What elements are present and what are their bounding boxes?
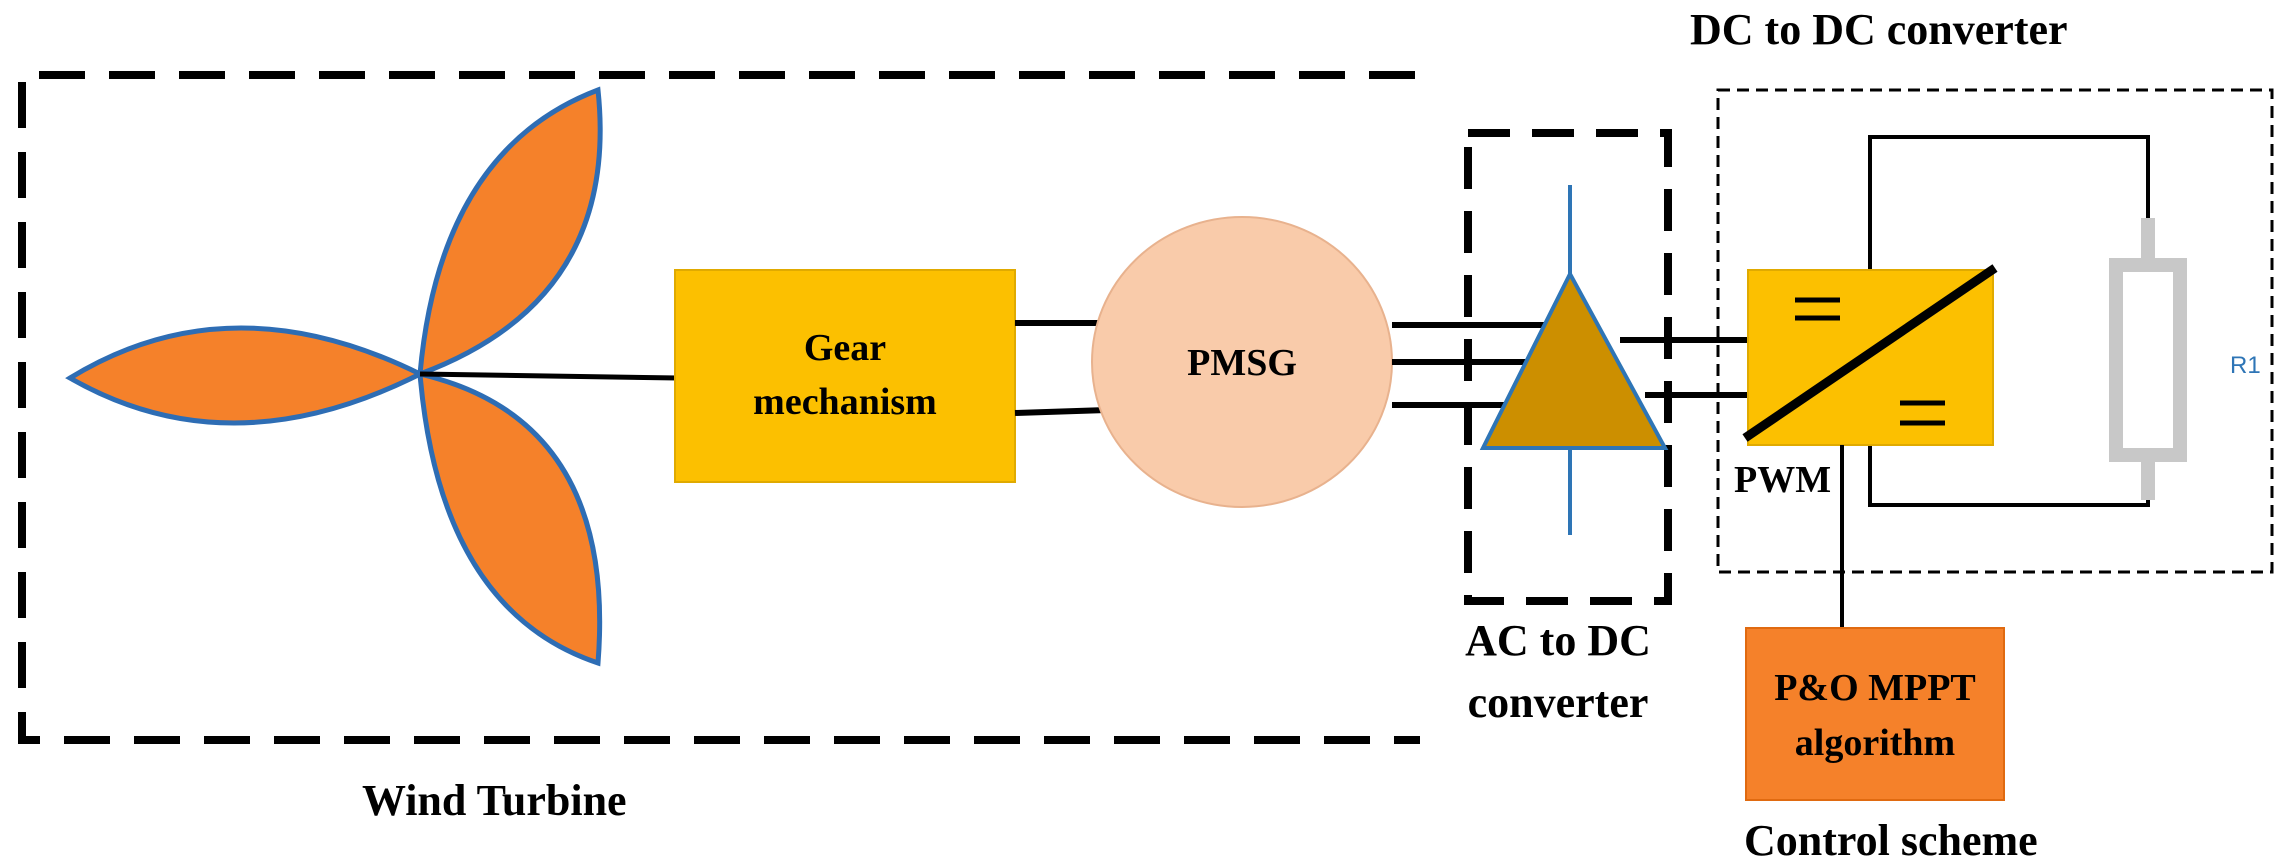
turbine-shaft: [419, 371, 679, 381]
turbine-blade-left: [65, 325, 426, 426]
resistor-label: R1: [2230, 352, 2261, 379]
control-scheme-label: Control scheme: [1744, 816, 2038, 865]
mppt-label-line1: P&O MPPT: [1774, 667, 1976, 709]
ac-dc-converter-boundary: [1464, 129, 1672, 605]
rectifier-triangle: [1479, 269, 1669, 450]
pwm-label: PWM: [1734, 459, 1831, 501]
gear-label-line2: mechanism: [753, 381, 937, 423]
dc-dc-label: DC to DC converter: [1690, 5, 2068, 54]
mppt-algorithm-box: [1745, 627, 2005, 801]
mppt-label-line2: algorithm: [1795, 722, 1955, 764]
turbine-blade-top: [417, 86, 603, 378]
gear-pmsg-line-bottom: [1014, 407, 1108, 416]
resistor-body: [2109, 258, 2187, 462]
pmsg-label: PMSG: [1187, 342, 1297, 384]
wind-turbine-label: Wind Turbine: [362, 776, 627, 825]
circuit-wire-bottom: [1868, 445, 2150, 507]
turbine-rotor: [65, 86, 603, 667]
gear-mechanism-box: [674, 269, 1016, 483]
ac-dc-label-line2: converter: [1468, 678, 1649, 727]
dc-dc-converter-boundary: [1716, 88, 2274, 574]
wind-turbine-boundary: [18, 71, 1420, 744]
turbine-blade-bottom: [417, 370, 603, 667]
dc-dc-diagonal: [1742, 264, 1998, 442]
circuit-wire-top: [1868, 135, 2150, 270]
gear-label-line1: Gear: [804, 327, 886, 369]
ac-dc-label-line1: AC to DC: [1465, 616, 1651, 665]
